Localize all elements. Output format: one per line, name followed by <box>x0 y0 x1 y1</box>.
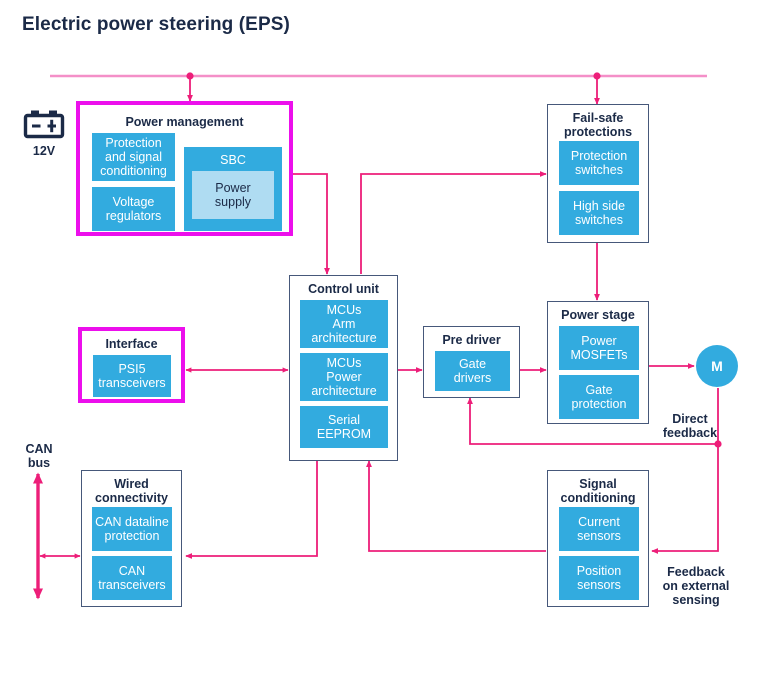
link-motor-to-signal-conditioning <box>651 444 719 554</box>
group-signal-conditioning-title: Signal conditioning <box>560 477 636 505</box>
motor[interactable]: M <box>696 345 738 387</box>
block-protection-switches[interactable]: Protection switches <box>559 141 639 185</box>
block-mcus-arm-architecture[interactable]: MCUs Arm architecture <box>300 300 388 348</box>
block-serial-eeprom[interactable]: Serial EEPROM <box>300 406 388 448</box>
group-interface[interactable]: Interface PSI5 transceivers <box>78 327 185 403</box>
group-wired-connectivity[interactable]: Wired connectivity CAN dataline protecti… <box>81 470 182 607</box>
battery-icon <box>23 110 65 139</box>
block-power-mosfets[interactable]: Power MOSFETs <box>559 326 639 370</box>
group-power-management-title: Power management <box>125 115 244 129</box>
group-control-unit-title: Control unit <box>308 282 379 296</box>
group-pre-driver-title: Pre driver <box>442 333 501 347</box>
group-pre-driver[interactable]: Pre driver Gate drivers <box>423 326 520 398</box>
feedback-on-external-sensing-label: Feedback on external sensing <box>662 565 730 607</box>
group-control-unit[interactable]: Control unit MCUs Arm architecture MCUs … <box>289 275 398 461</box>
group-wired-connectivity-title: Wired connectivity <box>95 477 168 505</box>
link-control-unit-to-fail-safe <box>360 171 547 274</box>
group-fail-safe-protections-title: Fail-safe protections <box>563 111 633 139</box>
can-bus-label: CAN bus <box>25 442 53 470</box>
group-signal-conditioning[interactable]: Signal conditioning Current sensors Posi… <box>547 470 649 607</box>
block-gate-protection[interactable]: Gate protection <box>559 375 639 419</box>
link-signal-conditioning-to-control-unit <box>366 460 546 552</box>
link-wired-connectivity-to-control-unit <box>185 461 318 559</box>
block-protection-and-signal-conditioning[interactable]: Protection and signal conditioning <box>92 133 175 181</box>
group-power-stage-title: Power stage <box>561 308 635 322</box>
block-high-side-switches[interactable]: High side switches <box>559 191 639 235</box>
page-title: Electric power steering (EPS) <box>22 14 290 35</box>
group-power-stage[interactable]: Power stage Power MOSFETs Gate protectio… <box>547 301 649 424</box>
block-position-sensors[interactable]: Position sensors <box>559 556 639 600</box>
link-sbc-to-control-unit <box>291 173 330 275</box>
rail-junction-left <box>186 72 194 80</box>
block-psi5-transceivers[interactable]: PSI5 transceivers <box>93 355 171 397</box>
rail-junction-right <box>593 72 601 80</box>
block-gate-drivers[interactable]: Gate drivers <box>435 351 510 391</box>
link-motor-direct-feedback <box>467 388 719 445</box>
block-mcus-power-architecture[interactable]: MCUs Power architecture <box>300 353 388 401</box>
group-fail-safe-protections[interactable]: Fail-safe protections Protection switche… <box>547 104 649 243</box>
battery-label: 12V <box>32 144 56 158</box>
group-interface-title: Interface <box>105 337 158 351</box>
block-can-dataline-protection[interactable]: CAN dataline protection <box>92 507 172 551</box>
block-power-supply[interactable]: Power supply <box>192 171 274 219</box>
direct-feedback-label: Direct feedback <box>662 412 718 440</box>
block-voltage-regulators[interactable]: Voltage regulators <box>92 187 175 231</box>
group-power-management[interactable]: Power management Protection and signal c… <box>76 101 293 236</box>
block-current-sensors[interactable]: Current sensors <box>559 507 639 551</box>
block-can-transceivers[interactable]: CAN transceivers <box>92 556 172 600</box>
